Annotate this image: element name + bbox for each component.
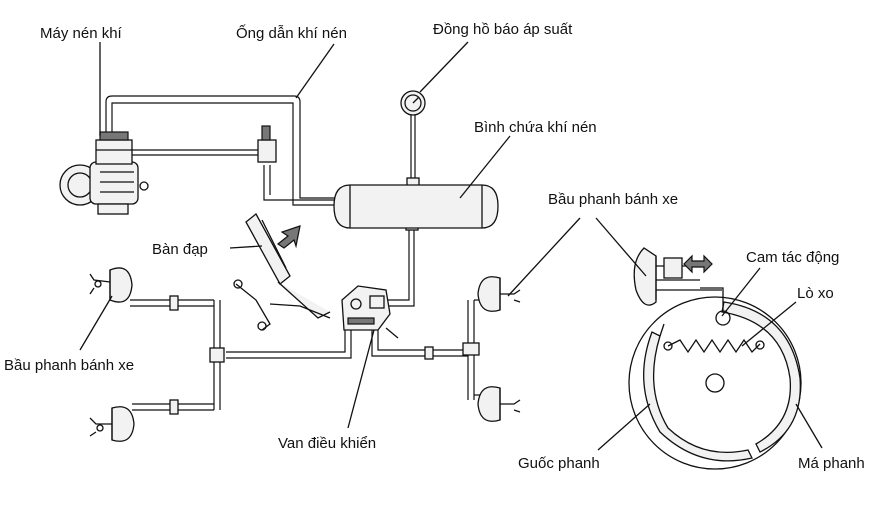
wheel-chamber-top-left <box>89 267 133 303</box>
air-compressor <box>59 131 149 215</box>
label-air-pipe: Ống dẫn khí nén <box>236 24 347 42</box>
label-brake-shoe: Guốc phanh <box>518 455 600 472</box>
wheel-chamber-top-right <box>477 276 521 312</box>
label-control-valve: Van điều khiển <box>278 435 376 452</box>
label-actuating-cam: Cam tác động <box>746 249 839 266</box>
pressure-gauge-icon <box>400 90 426 116</box>
labels: Máy nén khí Ống dẫn khí nén Đồng hồ báo … <box>4 21 865 472</box>
label-brake-lining: Má phanh <box>798 455 865 472</box>
press-arrow-icon <box>276 225 301 249</box>
label-wheel-chamber-right: Bầu phanh bánh xe <box>548 191 678 208</box>
label-pedal: Bàn đạp <box>152 241 208 258</box>
air-tank <box>333 184 499 229</box>
check-valve <box>257 125 277 163</box>
label-pressure-gauge: Đồng hồ báo áp suất <box>433 21 573 38</box>
leader-lines <box>79 41 823 451</box>
drum-brake <box>628 287 802 470</box>
label-wheel-chamber-left: Bầu phanh bánh xe <box>4 357 134 374</box>
brake-chamber-detail <box>633 247 722 306</box>
wheel-chamber-bottom-right <box>477 386 521 422</box>
label-spring: Lò xo <box>797 285 834 302</box>
label-compressor: Máy nén khí <box>40 25 123 42</box>
brake-pedal <box>233 213 331 331</box>
label-air-tank: Bình chứa khí nén <box>474 119 597 136</box>
control-valve <box>341 285 399 339</box>
double-arrow-icon <box>683 254 713 274</box>
wheel-chamber-bottom-left <box>89 406 135 442</box>
